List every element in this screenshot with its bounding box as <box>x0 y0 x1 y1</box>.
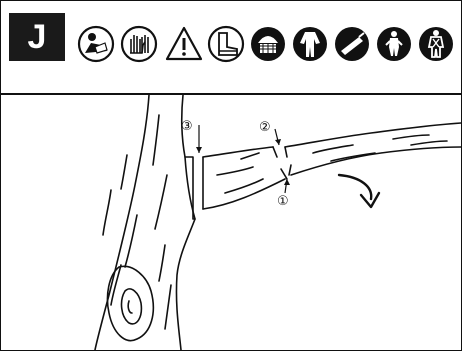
protective-coverall-icon <box>291 25 329 63</box>
safety-boots-icon <box>207 25 245 63</box>
step-badge: J <box>9 13 65 61</box>
full-body-harness-icon <box>417 25 455 63</box>
gloves-icon <box>120 25 158 63</box>
fall-protection-harness-icon <box>375 25 413 63</box>
helmet-visor-earmuffs-icon <box>249 25 287 63</box>
warning-triangle-icon <box>165 25 203 63</box>
cut-label-3: ③ <box>181 119 193 134</box>
header-bar: J <box>1 1 461 95</box>
step-letter: J <box>28 18 47 57</box>
dust-mask-icon <box>333 25 371 63</box>
branch-cutting-illustration: ③ ② ① <box>1 95 461 350</box>
read-manual-icon <box>77 25 115 63</box>
ppe-icon-row <box>77 25 457 65</box>
cut-label-1: ① <box>277 194 289 209</box>
cut-label-2: ② <box>259 120 271 135</box>
